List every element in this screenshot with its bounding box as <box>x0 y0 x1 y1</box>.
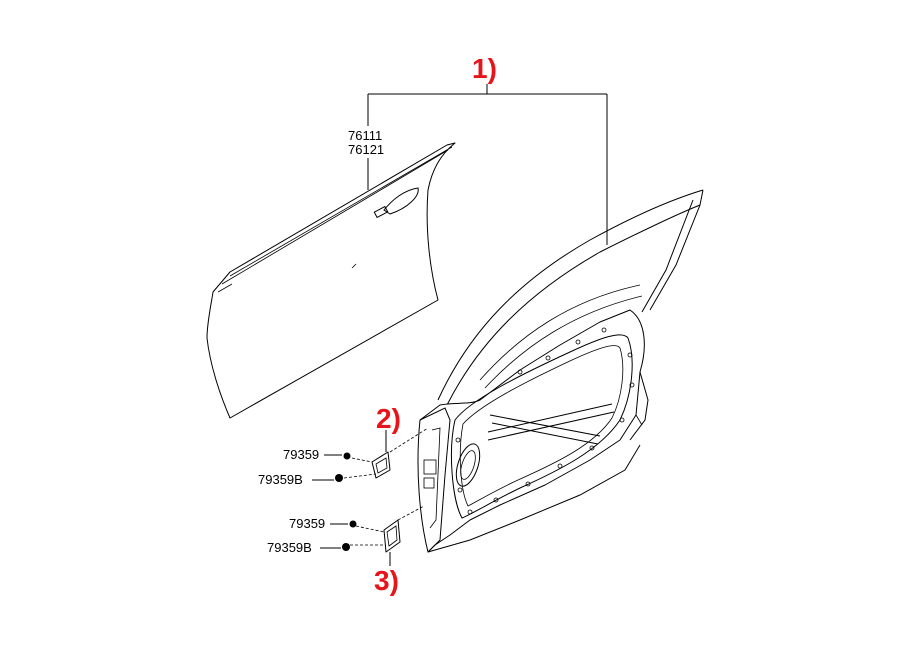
door-inner-frame <box>417 189 704 553</box>
upper-bolt-b-icon <box>335 474 343 482</box>
callout-3: 3) <box>374 565 399 596</box>
callout-bracket-1 <box>367 84 608 245</box>
lower-bolt-b-icon <box>342 543 350 551</box>
part-number-76121: 76121 <box>348 142 384 157</box>
leader-lines <box>312 430 391 566</box>
upper-hinge <box>335 427 429 482</box>
part-number-76111: 76111 <box>348 128 382 143</box>
frame-holes <box>455 327 635 515</box>
part-number-lower-bolt-b: 79359B <box>267 540 312 555</box>
lower-bolt-icon <box>349 520 357 528</box>
part-number-lower-bolt: 79359 <box>289 516 325 531</box>
part-number-upper-bolt-b: 79359B <box>258 472 303 487</box>
upper-bolt-icon <box>343 452 351 460</box>
door-outer-panel <box>206 142 456 419</box>
lower-hinge <box>342 505 425 553</box>
callout-1: 1) <box>472 53 497 84</box>
part-number-upper-bolt: 79359 <box>283 447 319 462</box>
callout-2: 2) <box>376 403 401 434</box>
